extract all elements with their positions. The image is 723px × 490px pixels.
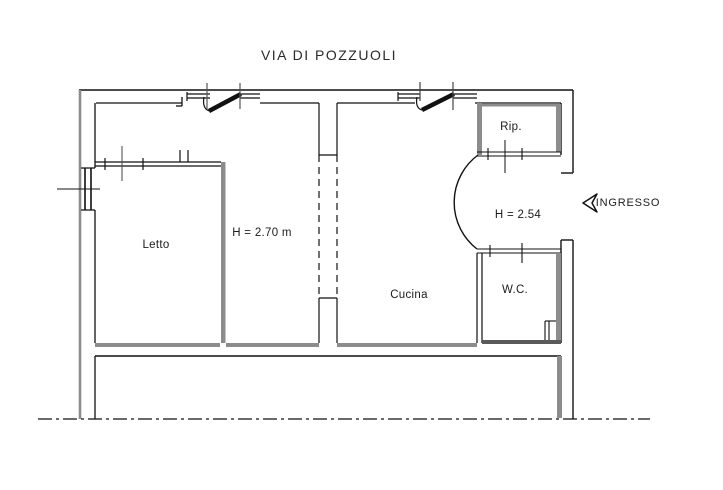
rip-room-walls [477,103,561,173]
room-label-rip: Rip. [500,121,522,133]
left-wall-window [57,167,100,211]
wc-room-walls [477,243,561,344]
left-arrowhead-icon [582,193,598,213]
room-label-letto: Letto [142,239,170,251]
letto-walls [95,146,221,181]
height-label-main: H = 2.70 m [232,227,292,239]
entrance-label: INGRESSO [595,197,661,209]
balcony [95,355,562,418]
curved-entry-wall [453,154,479,250]
room-label-cucina: Cucina [390,289,428,301]
street-title: VIA DI POZZUOLI [260,47,398,63]
passage-divider-wall [318,103,338,343]
window-2 [397,82,477,113]
exterior-walls [79,89,574,419]
window-1 [186,83,260,113]
inner-wall-lines [94,97,561,419]
height-label-entry: H = 2.54 [494,209,542,221]
cucina-wc-wall [476,253,483,343]
bottom-wall [95,343,477,347]
room-label-wc: W.C. [501,284,529,296]
letto-right-wall [221,162,226,343]
